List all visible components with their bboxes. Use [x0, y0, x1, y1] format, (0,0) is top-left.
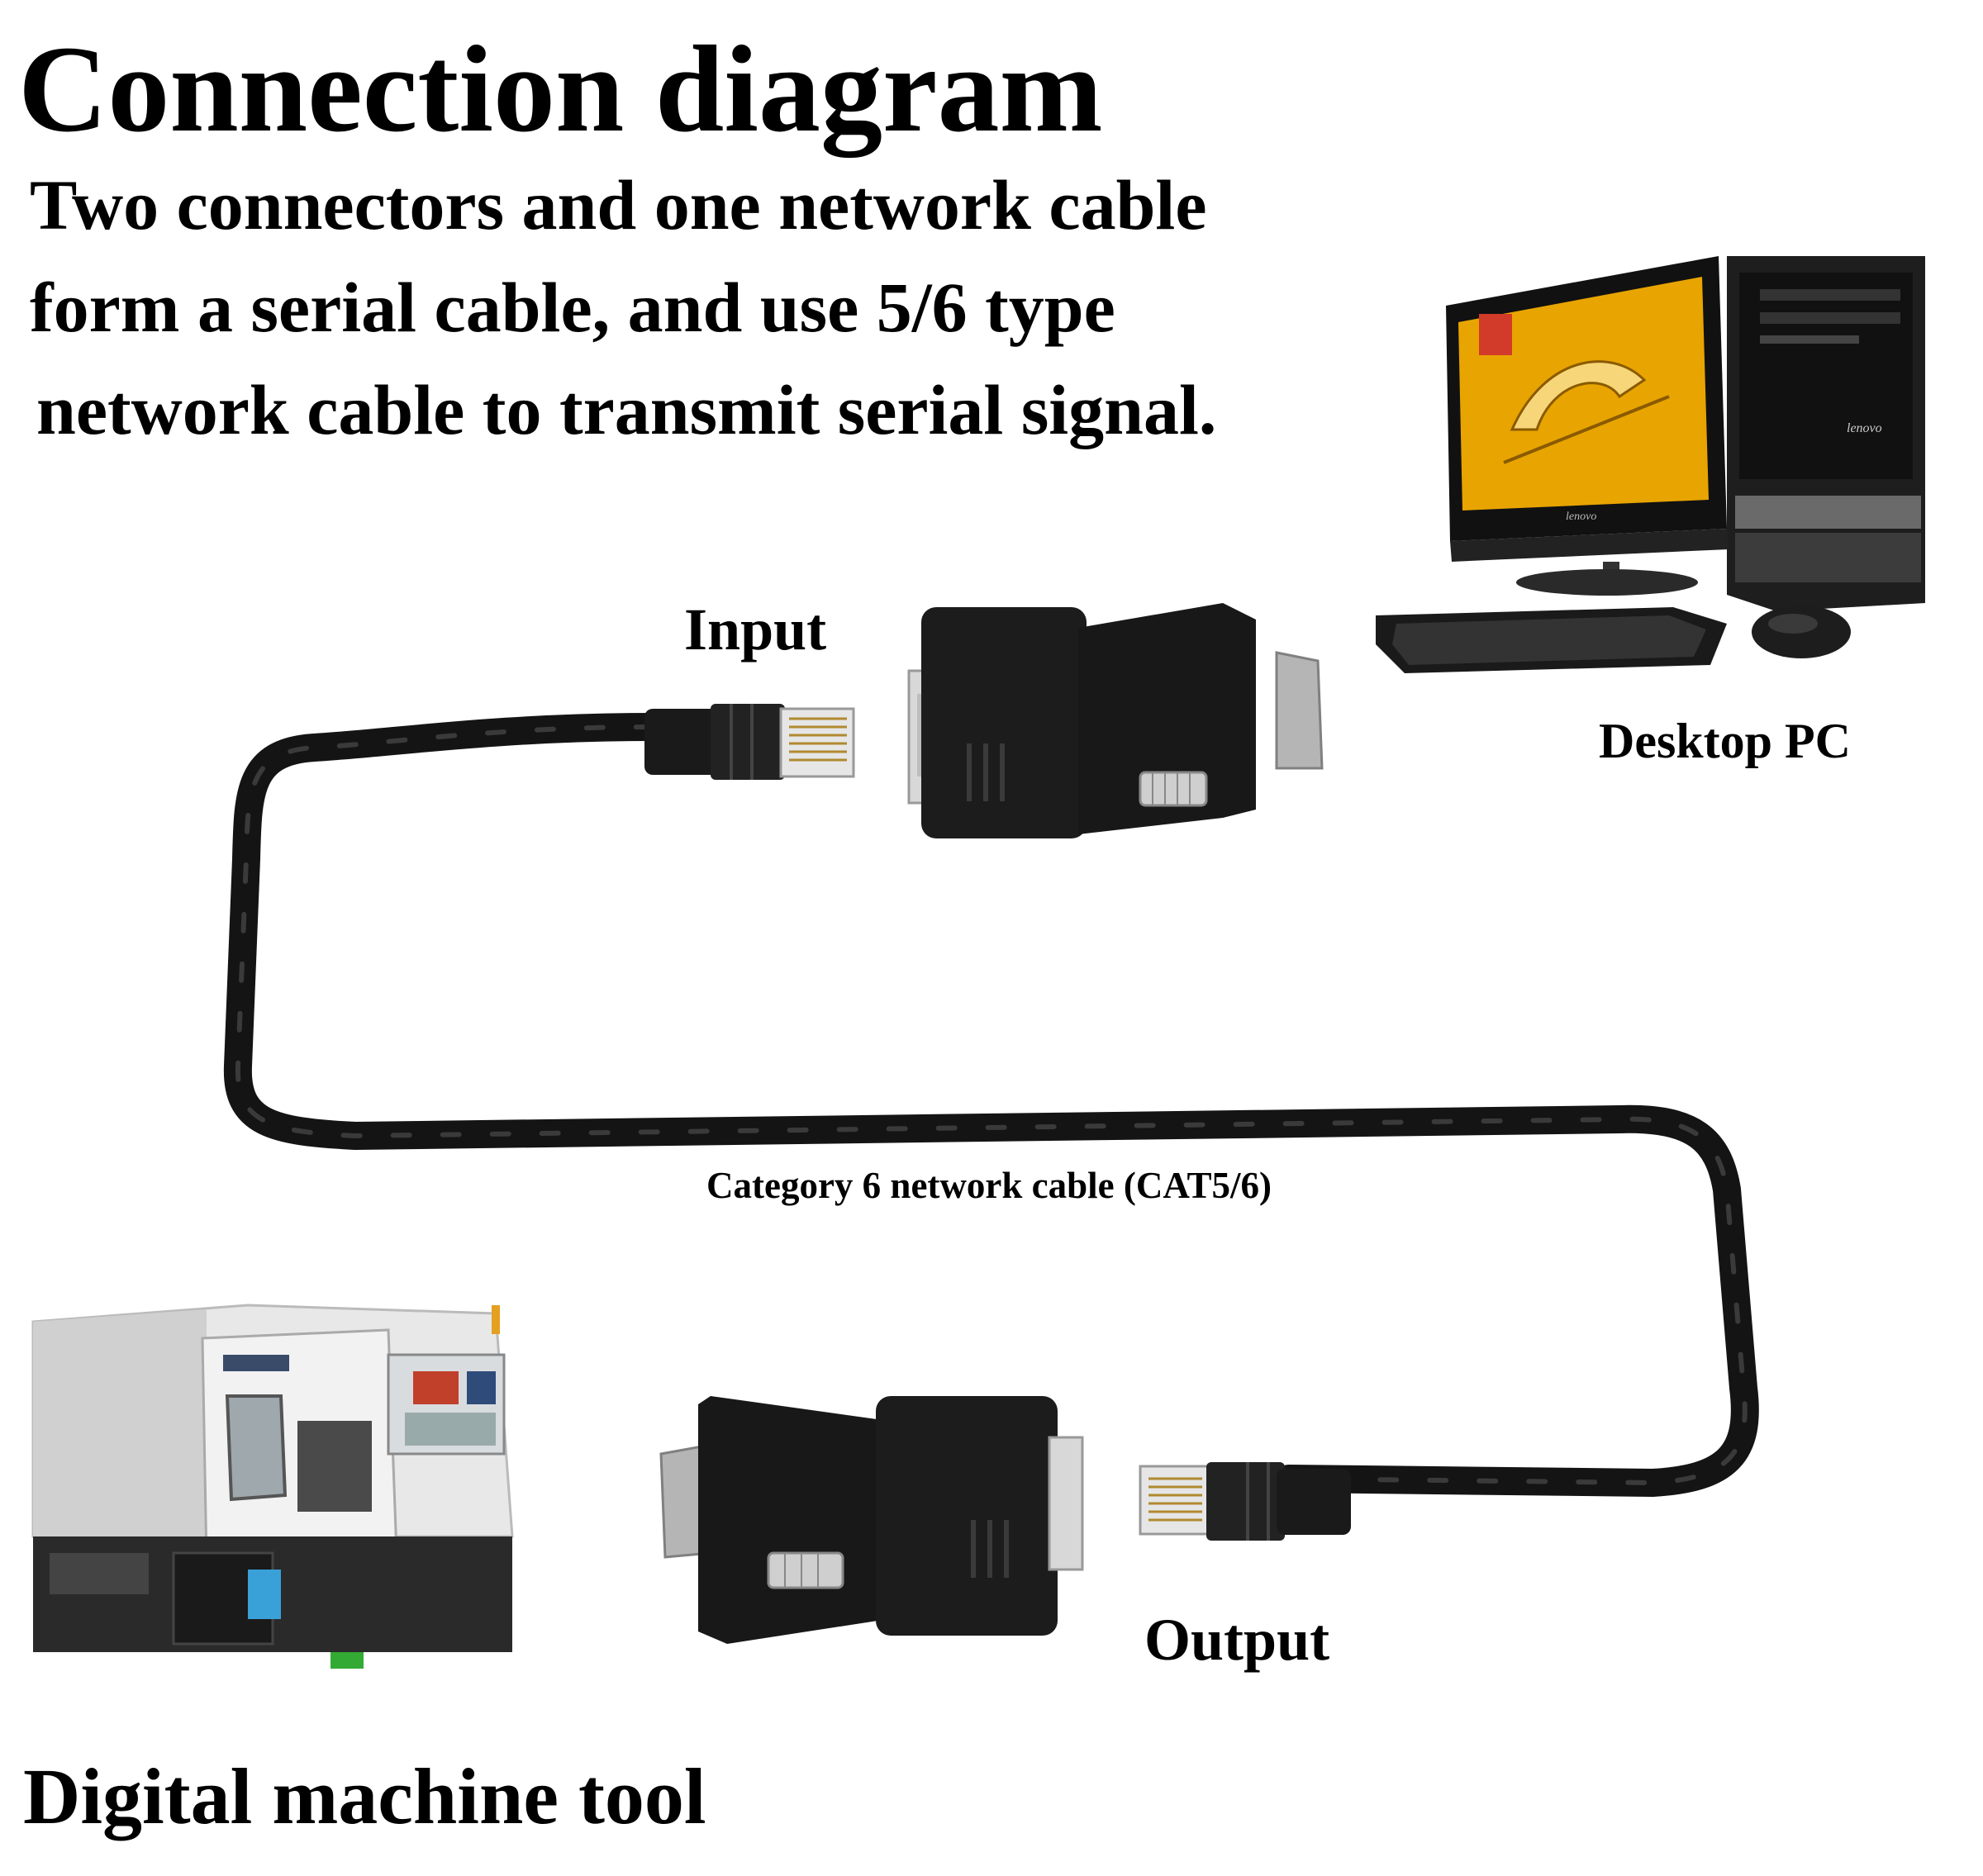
subtitle-line-2: form a serial cable, and use 5/6 type	[30, 268, 1115, 347]
machine-tool-label: Digital machine tool	[23, 1752, 706, 1840]
desktop-pc-label: Desktop PC	[1599, 714, 1852, 768]
output-label: Output	[1144, 1607, 1330, 1673]
brand-text-monitor: lenovo	[1566, 511, 1597, 523]
cable-label: Category 6 network cable (CAT5/6)	[706, 1165, 1272, 1206]
network-cable	[223, 713, 1759, 1497]
brand-text-tower: lenovo	[1847, 421, 1882, 435]
page-title: Connection diagram	[18, 21, 1103, 158]
desktop-pc-illustration	[1376, 256, 1925, 673]
db9-adapter-output	[659, 1396, 1084, 1644]
db9-adapter-input	[907, 603, 1324, 838]
subtitle-line-1: Two connectors and one network cable	[30, 165, 1207, 245]
subtitle-line-3: network cable to transmit serial signal.	[36, 370, 1217, 449]
rj45-plug-bottom	[1139, 1462, 1351, 1541]
input-label: Input	[684, 596, 827, 663]
rj45-plug-top	[644, 704, 855, 780]
machine-tool-illustration	[31, 1304, 514, 1669]
